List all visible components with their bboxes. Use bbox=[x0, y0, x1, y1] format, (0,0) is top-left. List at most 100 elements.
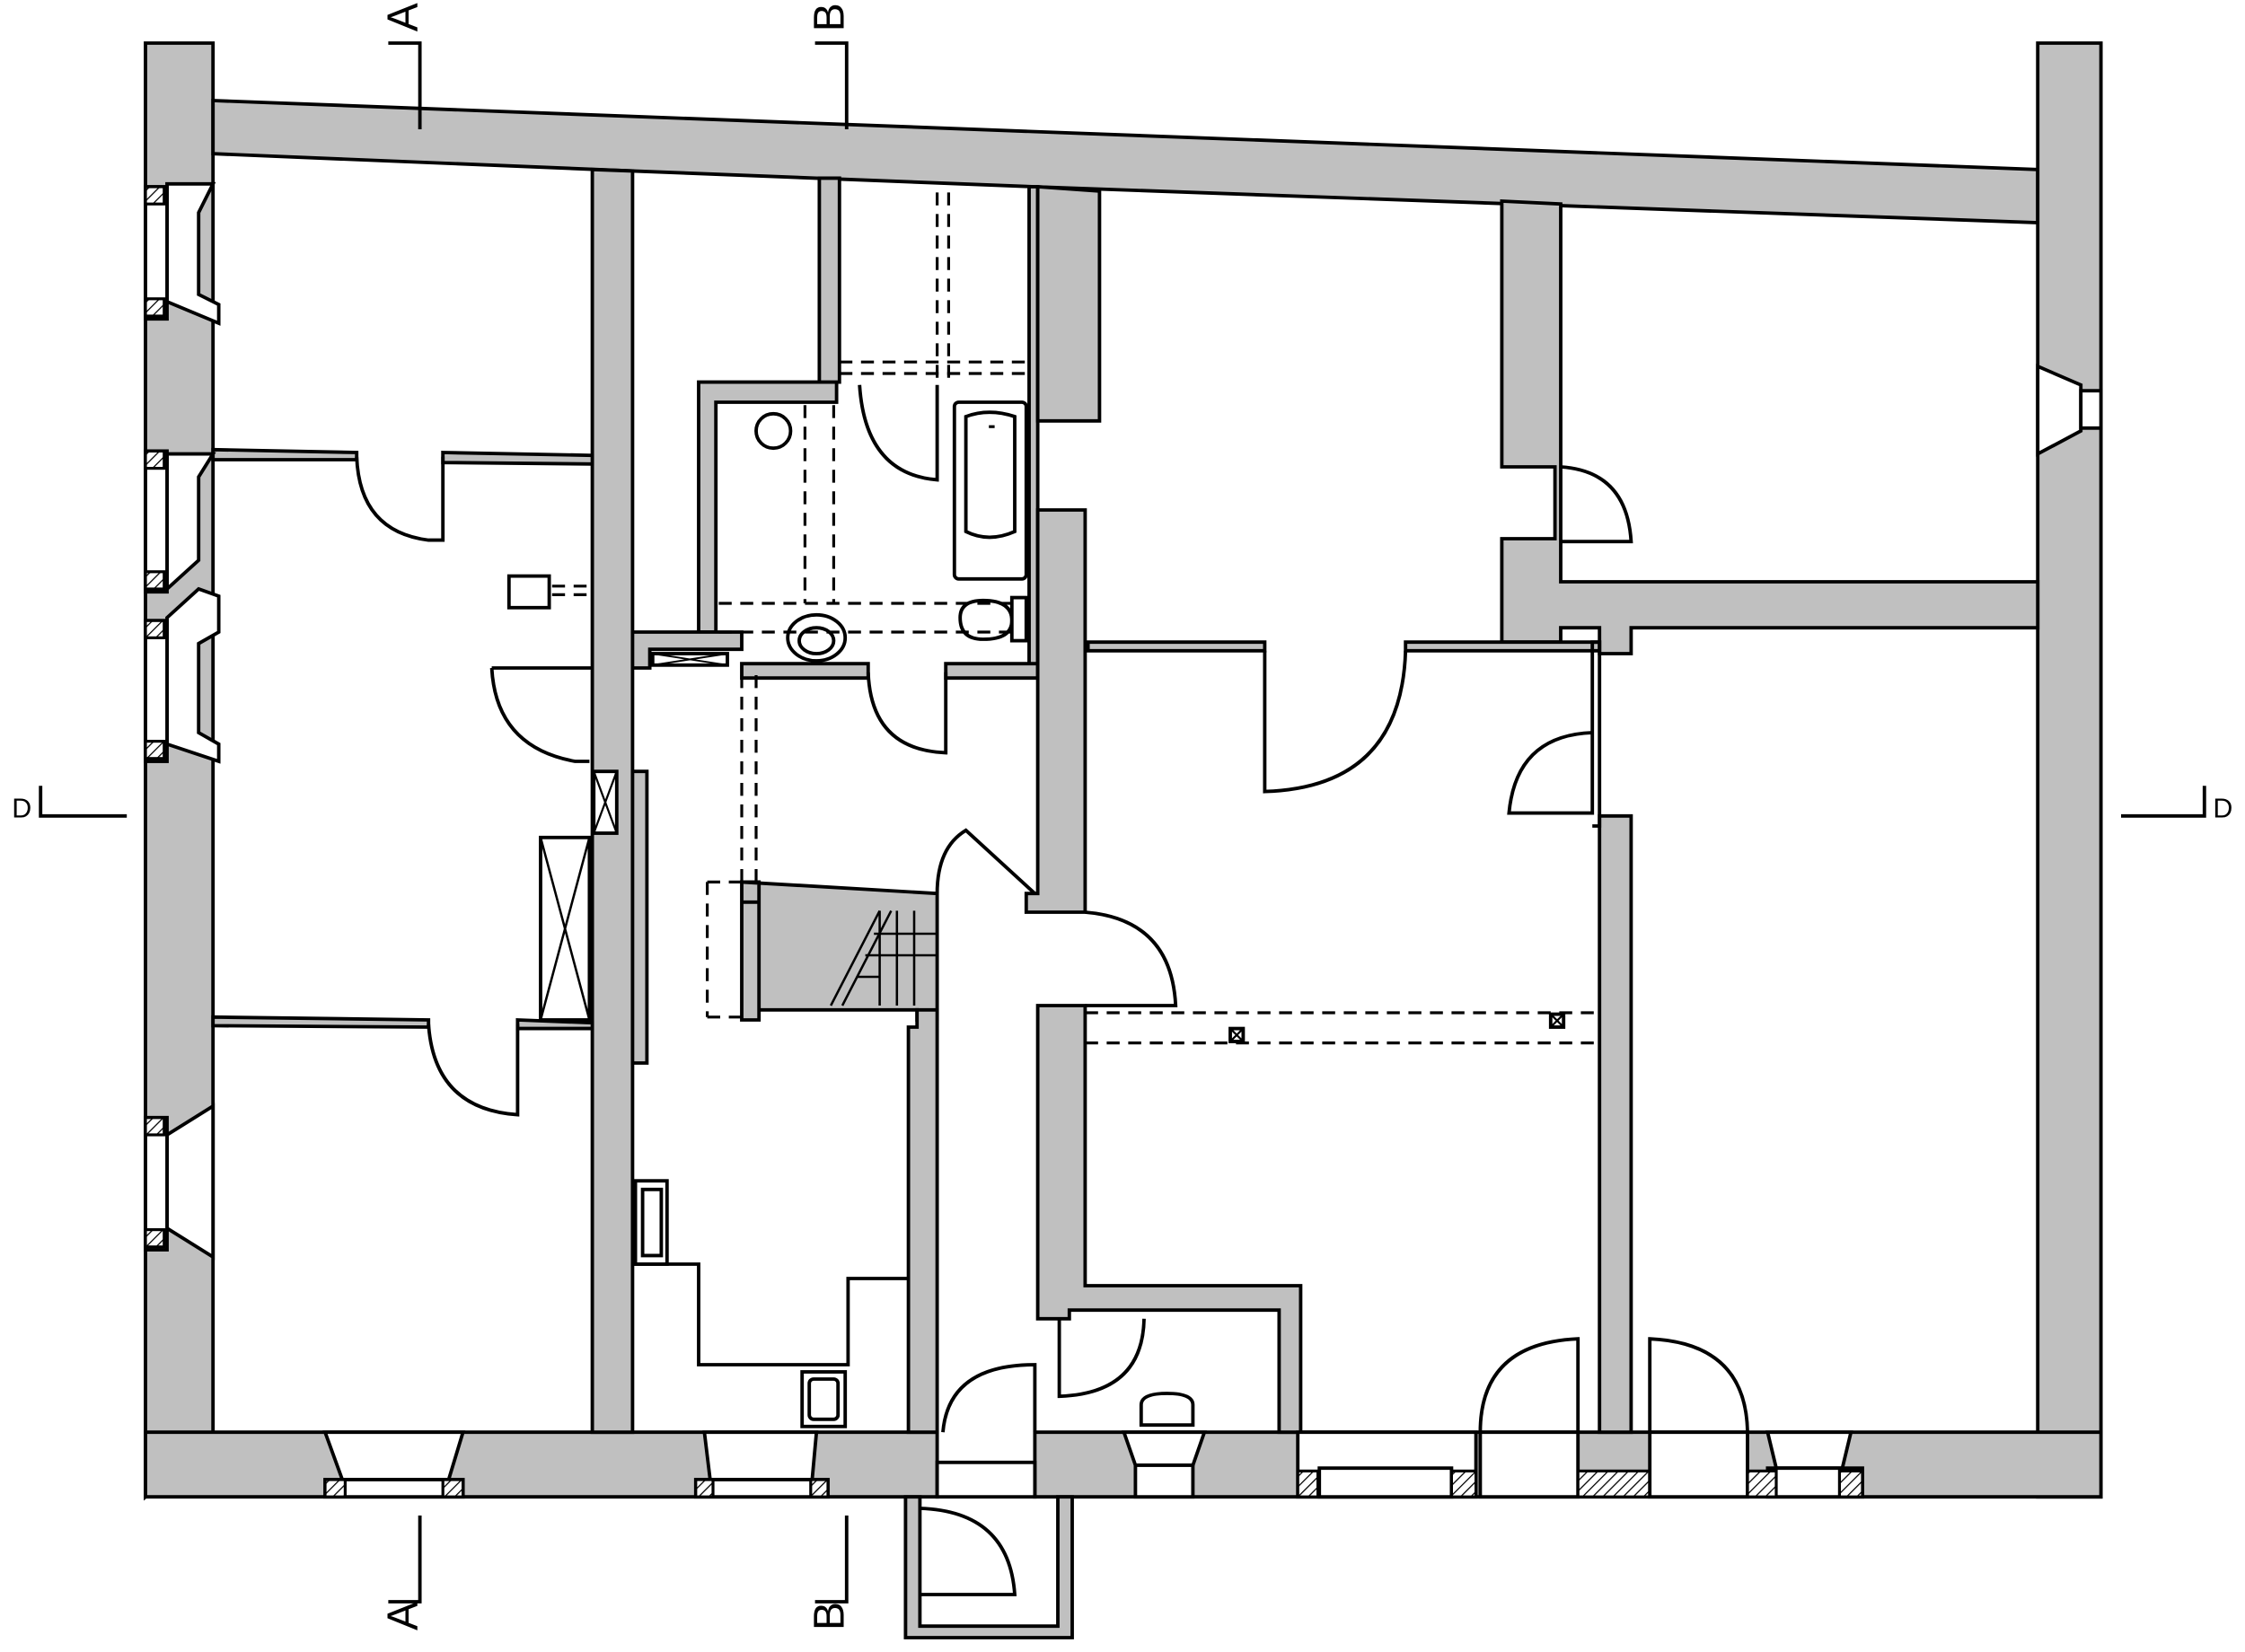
section-b-top-line bbox=[814, 41, 849, 129]
right-partition bbox=[1598, 813, 1633, 1435]
window-bottom-4-hatch-l bbox=[1296, 1469, 1320, 1498]
left-windows bbox=[144, 181, 221, 1261]
door-vestibule bbox=[920, 1507, 1017, 1596]
bath-lower-wall-2 bbox=[740, 662, 1040, 681]
vestibule-walls bbox=[903, 1495, 1074, 1639]
section-a-top-label: A bbox=[379, 3, 427, 31]
central-spine-wall bbox=[1035, 184, 1102, 423]
hall-partition bbox=[630, 769, 649, 1065]
window-bottom-1 bbox=[322, 1430, 466, 1481]
wash-basin-inner bbox=[797, 626, 836, 655]
small-sink bbox=[1139, 1392, 1195, 1428]
right-outer-wall bbox=[2036, 41, 2103, 1499]
window-left-3-hatch-bottom bbox=[144, 740, 166, 760]
door-right-room bbox=[1085, 910, 1178, 1007]
wall-box bbox=[506, 574, 551, 610]
door-right-partition bbox=[1507, 640, 1602, 828]
window-bottom-2-hatch-l bbox=[694, 1478, 715, 1498]
window-left-1-hatch-top bbox=[144, 185, 166, 206]
hidden-lines bbox=[551, 192, 1600, 1045]
window-left-3-frame bbox=[144, 619, 169, 763]
right-spine-wall bbox=[1035, 1004, 1303, 1435]
window-left-3 bbox=[165, 586, 221, 764]
bottom-windows bbox=[322, 1430, 1864, 1499]
window-left-2-frame bbox=[144, 449, 169, 594]
window-left-1-hatch-bottom bbox=[144, 297, 166, 318]
entrance-vestibule bbox=[903, 1460, 1074, 1639]
stove-inner bbox=[640, 1187, 664, 1258]
upper-room-bottom-wall bbox=[1086, 640, 1602, 653]
left-room-divider-1 bbox=[211, 447, 594, 466]
section-b-bottom-label: B bbox=[806, 1602, 854, 1630]
section-d-left-line bbox=[39, 786, 128, 818]
window-bottom-2 bbox=[702, 1430, 819, 1481]
section-markers: A B A B D D bbox=[12, 3, 2232, 1630]
window-bottom-2-hatch-r bbox=[809, 1478, 830, 1498]
window-bottom-2-sill bbox=[693, 1478, 830, 1499]
interior-walls bbox=[211, 167, 2040, 1435]
window-left-4 bbox=[165, 1103, 216, 1261]
window-left-4-frame bbox=[144, 1115, 169, 1252]
door-bathroom bbox=[858, 384, 939, 482]
door-bottom-2 bbox=[1648, 1337, 1749, 1433]
door-upper-right bbox=[1560, 465, 1633, 544]
central-spine-wall-2 bbox=[1024, 508, 1087, 914]
window-right bbox=[2036, 364, 2083, 457]
window-bottom-1-hatch-l bbox=[323, 1478, 347, 1498]
door-bottom-1 bbox=[1478, 1337, 1580, 1433]
doors bbox=[355, 384, 1749, 1596]
hatch-between-doors bbox=[1576, 1469, 1651, 1498]
door-upper-middle bbox=[1263, 650, 1408, 794]
window-bottom-4-inner bbox=[1317, 1466, 1454, 1499]
kitchen-counter bbox=[632, 1262, 909, 1366]
vent-box-x2 bbox=[652, 653, 728, 666]
window-left-1 bbox=[165, 181, 221, 326]
section-d-right-label: D bbox=[2213, 793, 2232, 823]
cabinet-x2 bbox=[539, 837, 591, 1021]
top-outer-wall bbox=[211, 99, 2040, 224]
door-small-room bbox=[1057, 1318, 1146, 1399]
window-left-2-hatch-top bbox=[144, 449, 166, 470]
window-bottom-4-hatch-r bbox=[1449, 1469, 1478, 1498]
left-room-divider-2 bbox=[211, 1015, 594, 1031]
door-opening-bottom-2 bbox=[1648, 1430, 1749, 1499]
door-left-hall bbox=[489, 666, 593, 763]
door-wc bbox=[866, 672, 948, 755]
small-cabinet-x2 bbox=[593, 770, 618, 834]
window-left-2-hatch-bottom bbox=[144, 570, 166, 591]
window-bottom-5-hatch-r bbox=[1837, 1469, 1864, 1498]
window-bottom-1-hatch-r bbox=[441, 1478, 465, 1498]
door-central bbox=[935, 828, 1036, 895]
bathtub-inner bbox=[964, 410, 1017, 540]
room-divider-top bbox=[1500, 198, 2040, 655]
window-bottom-5-hatch-l bbox=[1746, 1469, 1778, 1498]
door-opening-bottom-1 bbox=[1478, 1430, 1580, 1499]
kitchen-sink-inner bbox=[807, 1377, 841, 1421]
toilet-tank bbox=[1009, 595, 1028, 643]
section-b-bottom-line bbox=[814, 1516, 849, 1604]
floor-drain bbox=[754, 411, 793, 451]
fixtures bbox=[506, 400, 1195, 1428]
window-bottom-3-sill bbox=[1133, 1463, 1195, 1499]
window-bottom-3 bbox=[1121, 1430, 1207, 1467]
section-b-top-label: B bbox=[806, 3, 854, 31]
section-a-bottom-line bbox=[388, 1516, 422, 1604]
vestibule-step bbox=[935, 1460, 1037, 1499]
door-entrance bbox=[941, 1363, 1037, 1433]
outer-walls bbox=[144, 41, 2103, 1501]
window-left-3-hatch-top bbox=[144, 619, 166, 640]
window-left-4-hatch-top bbox=[144, 1116, 166, 1137]
section-a-top-line bbox=[388, 41, 422, 129]
bathroom-walls bbox=[697, 380, 839, 634]
section-d-left-label: D bbox=[12, 793, 31, 823]
window-right-frame bbox=[2079, 389, 2103, 430]
door-left-room-1 bbox=[355, 456, 445, 542]
door-left-room-3 bbox=[427, 1024, 520, 1117]
staircase bbox=[830, 909, 938, 1006]
window-left-4-hatch-bottom bbox=[144, 1228, 166, 1249]
window-bottom-5 bbox=[1765, 1430, 1853, 1471]
stair-enclosure bbox=[740, 880, 939, 1022]
kitchen-right-wall bbox=[906, 1007, 939, 1435]
section-a-bottom-label: A bbox=[379, 1602, 427, 1630]
